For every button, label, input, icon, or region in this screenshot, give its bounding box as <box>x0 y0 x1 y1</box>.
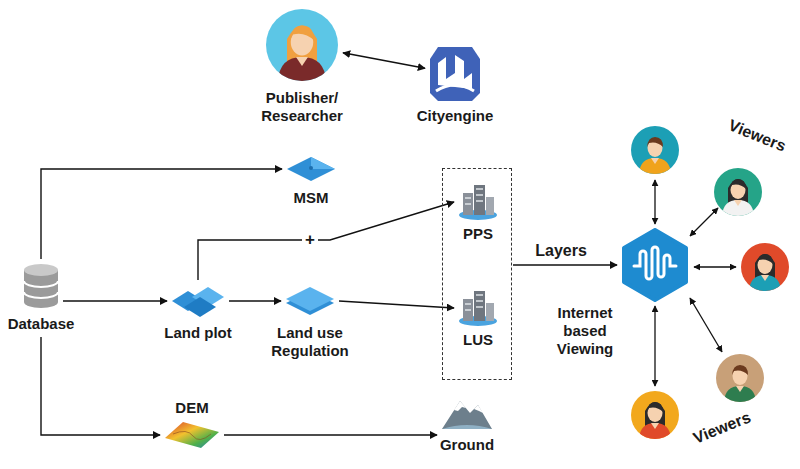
node-label: Publisher/ Researcher <box>252 89 352 125</box>
arrow-connector <box>224 434 437 435</box>
node-icon <box>457 289 499 327</box>
node-label: Database <box>8 315 75 333</box>
icon-node: MSM <box>285 155 337 183</box>
icon-node: Internet based Viewing <box>620 228 690 302</box>
edge-label: Layers <box>535 242 587 260</box>
node-icon <box>264 7 340 83</box>
icon-node: Land plot <box>170 283 226 319</box>
arrow-connector <box>41 337 160 435</box>
node-label: Ground <box>440 436 494 454</box>
node-label: Cityengine <box>417 107 494 125</box>
plus-sign: + <box>302 230 318 250</box>
arrow-connector <box>339 301 454 308</box>
node-icon <box>284 283 336 319</box>
arrow-connector <box>41 169 282 259</box>
node-label: DEM <box>175 399 208 417</box>
node-icon <box>428 45 482 103</box>
icon-node: Land use Regulation <box>284 283 336 319</box>
icon-node: Ground <box>440 395 494 433</box>
arrow-connector <box>513 264 617 265</box>
viewers-label: Viewers <box>726 116 789 155</box>
arrow-connector <box>229 300 281 301</box>
node-label: Land use Regulation <box>263 324 358 360</box>
icon-node: Cityengine <box>428 45 482 103</box>
icon-node: LUS <box>457 289 499 327</box>
arrow-connector <box>198 202 454 280</box>
node-icon <box>22 262 60 310</box>
node-label: Internet based Viewing <box>545 304 625 358</box>
layer-group: PPS LUS <box>442 168 512 380</box>
node-icon <box>285 155 337 183</box>
icon-node: PPS <box>457 183 499 221</box>
viewers-label: Viewers <box>691 408 754 447</box>
node-icon <box>170 283 226 319</box>
arrow-connector <box>343 53 425 69</box>
node-icon <box>163 420 221 450</box>
arrow-connector <box>63 300 167 301</box>
node-icon <box>620 228 690 302</box>
icon-node: Database <box>22 262 60 310</box>
node-label: MSM <box>294 189 329 207</box>
node-icon <box>440 395 494 433</box>
icon-node: Publisher/ Researcher <box>264 7 340 83</box>
node-label: PPS <box>463 225 493 243</box>
icon-node: DEM <box>163 420 221 450</box>
node-label: Land plot <box>164 324 232 342</box>
node-icon <box>457 183 499 221</box>
node-label: LUS <box>463 331 493 349</box>
